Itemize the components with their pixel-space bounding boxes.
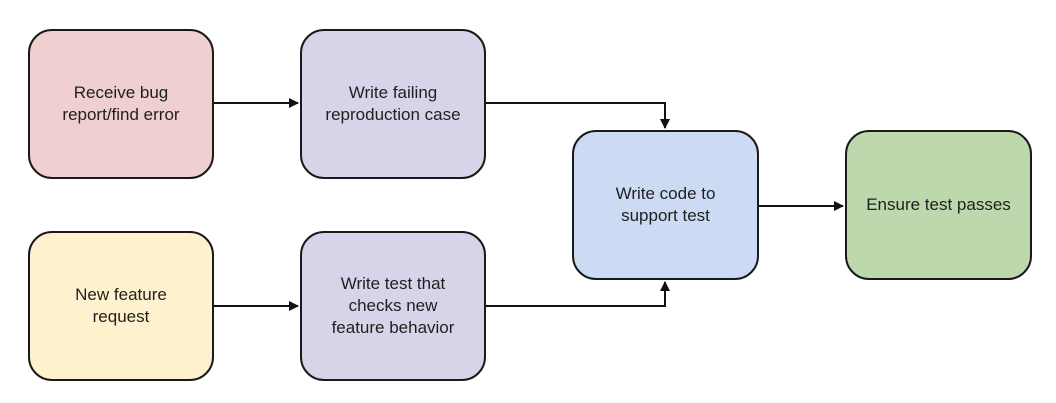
node-ensure-test-passes-label: Ensure test passes: [866, 195, 1011, 214]
node-write-code: Write code to support test: [572, 130, 759, 280]
node-receive-bug-label: Receive bug report/find error: [62, 83, 180, 124]
node-write-feature-test-label: Write test that checks new feature behav…: [331, 274, 455, 337]
node-ensure-test-passes: Ensure test passes: [845, 130, 1032, 280]
node-receive-bug: Receive bug report/find error: [28, 29, 214, 179]
node-new-feature-request-label: New feature request: [75, 285, 167, 326]
node-write-failing-case: Write failing reproduction case: [300, 29, 486, 179]
node-new-feature-request: New feature request: [28, 231, 214, 381]
node-write-failing-case-label: Write failing reproduction case: [325, 83, 461, 124]
edge-testnew-to-code: [486, 281, 670, 307]
edge-failing-to-code: [486, 102, 670, 129]
node-write-feature-test: Write test that checks new feature behav…: [300, 231, 486, 381]
node-write-code-label: Write code to support test: [615, 184, 716, 225]
